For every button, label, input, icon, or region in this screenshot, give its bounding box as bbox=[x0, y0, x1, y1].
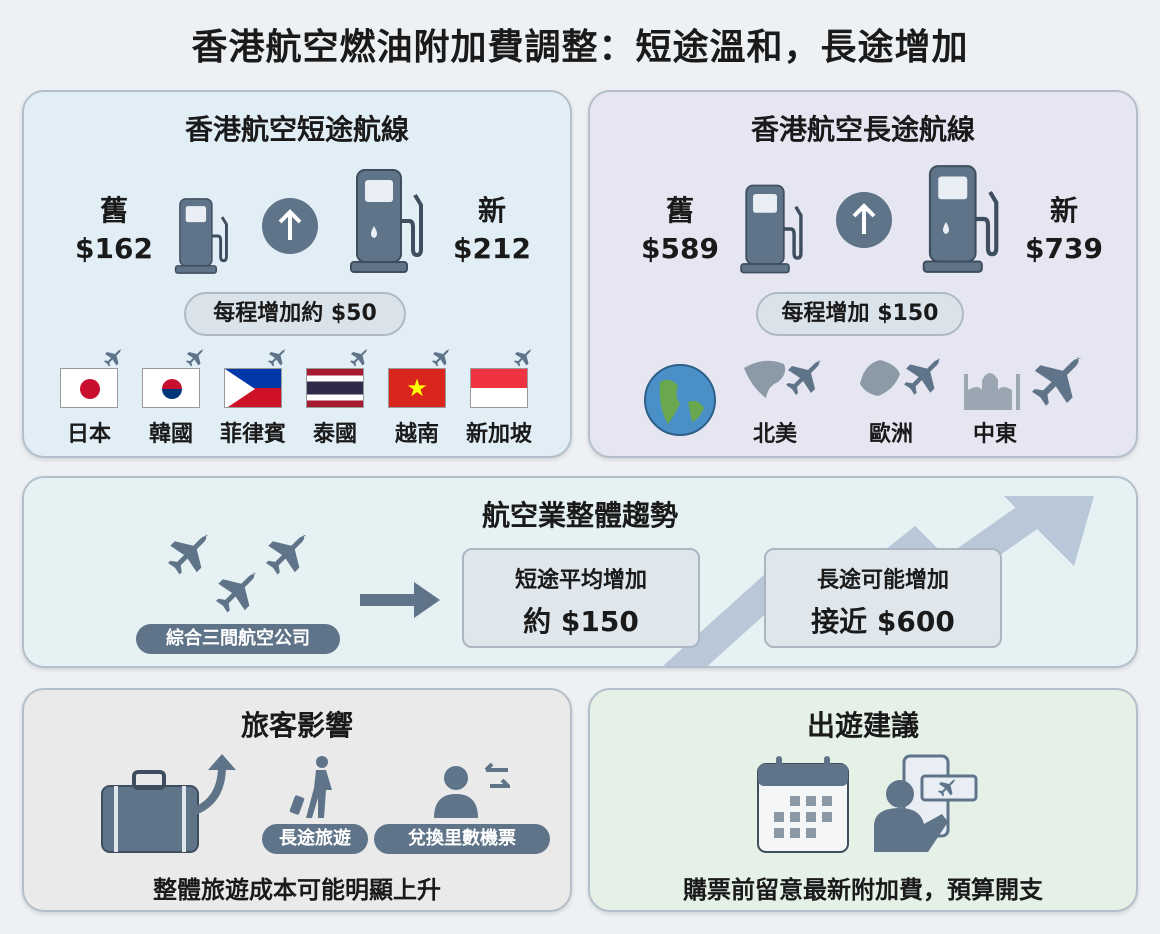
fuel-pump-old-icon bbox=[166, 196, 236, 276]
impact-summary: 整體旅遊成本可能明顯上升 bbox=[153, 876, 441, 904]
short-average-label: 短途平均增加 bbox=[514, 568, 647, 593]
person-exchange-icon bbox=[434, 762, 510, 818]
plane-icon bbox=[216, 570, 262, 616]
tag-miles-redemption: 兌換里數機票 bbox=[374, 824, 550, 854]
increase-bubble: 每程增加約 $50 bbox=[184, 292, 406, 336]
plane-icon bbox=[514, 348, 534, 368]
destination-label: 北美 bbox=[752, 422, 797, 447]
europe-plane-icon bbox=[860, 358, 942, 396]
travel-advice-panel: 出遊建議 購票前留意最新附加費，預算開支 bbox=[588, 688, 1138, 912]
old-label: 舊 bbox=[99, 194, 128, 227]
new-price: $739 bbox=[1025, 232, 1103, 265]
flag-thailand-icon bbox=[306, 368, 364, 408]
short-haul-heading: 香港航空短途航線 bbox=[184, 113, 409, 146]
right-arrow-icon bbox=[360, 582, 440, 618]
short-average-value: 約 $150 bbox=[523, 605, 639, 638]
long-haul-heading: 香港航空長途航線 bbox=[750, 113, 975, 146]
destination-label: 泰國 bbox=[312, 422, 357, 447]
flag-philippines-icon bbox=[224, 368, 282, 408]
plane-icon bbox=[266, 532, 312, 578]
destination-label: 中東 bbox=[972, 422, 1017, 447]
flag-korea-icon bbox=[142, 368, 200, 408]
destination-label: 新加坡 bbox=[465, 422, 532, 447]
plane-icon bbox=[168, 532, 214, 578]
globe-icon bbox=[644, 364, 716, 436]
destination-label: 韓國 bbox=[148, 422, 193, 447]
long-possible-box: 長途可能增加 接近 $600 bbox=[764, 548, 1002, 648]
short-average-box: 短途平均增加 約 $150 bbox=[462, 548, 700, 648]
flag-vietnam-icon: ★ bbox=[388, 368, 446, 408]
destination-label: 越南 bbox=[394, 422, 439, 447]
plane-icon bbox=[104, 348, 124, 368]
plane-icon bbox=[350, 348, 370, 368]
fuel-pump-new-icon bbox=[908, 162, 1012, 276]
up-arrow-icon bbox=[836, 192, 892, 248]
airlines-pill: 綜合三間航空公司 bbox=[136, 624, 340, 654]
middle-east-plane-icon bbox=[964, 356, 1083, 410]
industry-heading: 航空業整體趨勢 bbox=[481, 499, 678, 532]
new-label: 新 bbox=[477, 194, 506, 227]
traveler-icon bbox=[289, 756, 332, 818]
north-america-plane-icon bbox=[744, 360, 822, 398]
long-haul-panel: 香港航空長途航線 舊 $589 新 $739 每程增加 $150 北美 歐洲 中… bbox=[588, 90, 1138, 458]
passenger-impact-panel: 旅客影響 長途旅遊 兌換里數機票 整體旅遊成本可能明顯上升 bbox=[22, 688, 572, 912]
destination-label: 日本 bbox=[66, 422, 111, 447]
person-ticket-icon bbox=[874, 754, 978, 852]
new-price: $212 bbox=[453, 232, 531, 265]
up-arrow-icon bbox=[262, 198, 318, 254]
new-label: 新 bbox=[1049, 194, 1078, 227]
long-possible-value: 接近 $600 bbox=[811, 605, 955, 638]
old-price: $162 bbox=[75, 232, 153, 265]
advice-heading: 出遊建議 bbox=[806, 709, 919, 742]
old-label: 舊 bbox=[665, 194, 694, 227]
impact-heading: 旅客影響 bbox=[240, 709, 353, 742]
industry-trend-panel: 航空業整體趨勢 綜合三間航空公司 短途平均增加 約 $150 長途可能增加 接近… bbox=[22, 476, 1138, 668]
short-haul-panel: 香港航空短途航線 舊 $162 新 $212 每程增加約 $50 ★ 日本 韓國… bbox=[22, 90, 572, 458]
flag-japan-icon bbox=[60, 368, 118, 408]
increase-bubble: 每程增加 $150 bbox=[756, 292, 964, 336]
plane-icon bbox=[432, 348, 452, 368]
luggage-up-icon bbox=[101, 754, 236, 853]
destination-label: 歐洲 bbox=[868, 422, 913, 447]
long-possible-label: 長途可能增加 bbox=[816, 568, 949, 593]
calendar-icon bbox=[757, 756, 849, 853]
plane-icon bbox=[268, 348, 288, 368]
fuel-pump-new-icon bbox=[336, 166, 436, 276]
page-title: 香港航空燃油附加費調整：短途溫和，長途增加 bbox=[191, 27, 969, 68]
advice-summary: 購票前留意最新附加費，預算開支 bbox=[683, 876, 1043, 904]
fuel-pump-old-icon bbox=[732, 182, 810, 276]
destination-label: 菲律賓 bbox=[219, 422, 286, 447]
tag-long-haul: 長途旅遊 bbox=[262, 824, 368, 854]
plane-icon bbox=[186, 348, 206, 368]
old-price: $589 bbox=[641, 232, 719, 265]
flag-singapore-icon bbox=[470, 368, 528, 408]
